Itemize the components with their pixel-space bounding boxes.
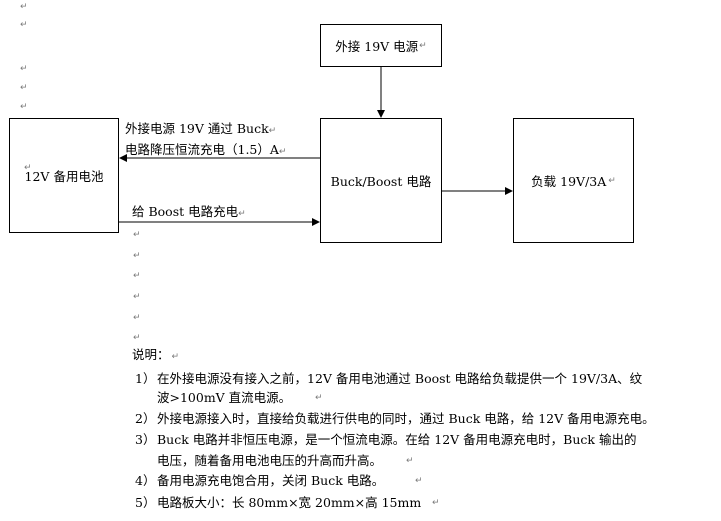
- boost-charge-label: 给 Boost 电路充电↵: [132, 204, 246, 219]
- paragraph-mark: ↵: [133, 313, 141, 323]
- paragraph-mark: ↵: [24, 163, 32, 173]
- buck-boost-label: Buck/Boost 电路: [330, 174, 432, 189]
- paragraph-mark: ↵: [20, 64, 28, 74]
- paragraph-mark: ↵: [133, 292, 141, 302]
- paragraph-mark: ↵: [20, 20, 28, 30]
- paragraph-mark: ↵: [419, 40, 427, 51]
- notes-heading: 说明：↵: [132, 347, 180, 362]
- battery-label: 12V 备用电池: [24, 169, 104, 184]
- battery-box: ↵ 12V 备用电池: [9, 118, 119, 233]
- paragraph-mark: ↵: [133, 251, 141, 261]
- paragraph-mark: ↵: [20, 83, 28, 93]
- load-box: 负载 19V/3A ↵: [513, 118, 634, 243]
- power-source-label: 外接 19V 电源: [335, 39, 419, 54]
- paragraph-mark: ↵: [20, 2, 28, 12]
- paragraph-mark: ↵: [133, 271, 141, 281]
- paragraph-mark: ↵: [133, 333, 141, 343]
- paragraph-mark: ↵: [608, 175, 616, 186]
- charge-label-line2: 电路降压恒流充电（1.5）A↵: [125, 142, 287, 157]
- paragraph-mark: ↵: [20, 102, 28, 112]
- buck-boost-box: Buck/Boost 电路: [320, 118, 442, 243]
- load-label: 负载 19V/3A: [531, 174, 607, 189]
- charge-label-line1: 外接电源 19V 通过 Buck↵: [125, 121, 277, 136]
- paragraph-mark: ↵: [133, 230, 141, 240]
- power-source-box: 外接 19V 电源 ↵: [320, 24, 442, 67]
